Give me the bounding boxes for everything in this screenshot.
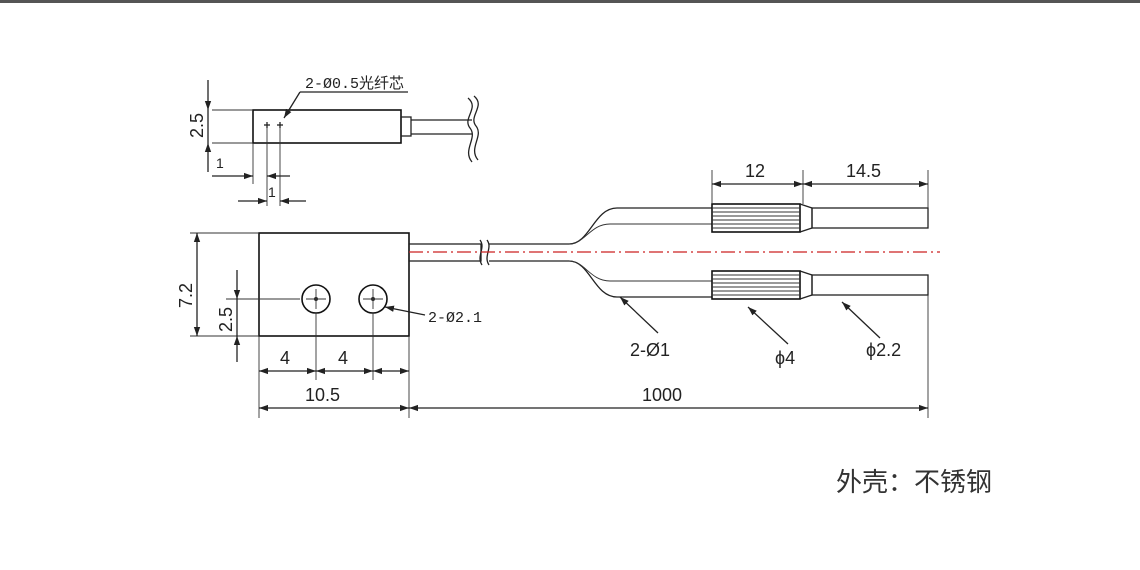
front-height-dim: 7.2: [176, 283, 196, 308]
lower-tip: [811, 274, 929, 296]
sleeve-length-dim: 12: [745, 161, 765, 181]
hole-spacing-1: 4: [280, 348, 290, 368]
offset-dim-1: 1: [216, 155, 224, 171]
fiber-leader: [619, 296, 659, 334]
break-line: [467, 97, 473, 163]
tip-length-dim: 14.5: [846, 161, 881, 181]
cable-assembly: 12 14.5 2-Ø1 ϕ4 ϕ2.2 1000: [408, 161, 940, 418]
hole-left: [301, 284, 331, 314]
upper-tip: [811, 207, 929, 229]
top-height-dim: 2.5: [187, 113, 207, 138]
fiber-core-label: 2-Ø0.5光纤芯: [305, 75, 404, 93]
hole-height-dim: 2.5: [216, 307, 236, 332]
lower-sleeve: [711, 270, 813, 300]
top-view: 2-Ø0.5光纤芯 2.5 1 1: [187, 75, 479, 206]
hole-leader: [384, 305, 426, 316]
upper-sleeve: [711, 203, 813, 233]
tip-label: ϕ2.2: [866, 340, 901, 360]
top-border-line: [0, 0, 1140, 3]
tip-leader: [841, 301, 881, 339]
hole-right: [358, 284, 388, 314]
sleeve-leader: [747, 306, 789, 345]
width-dim: 10.5: [305, 385, 340, 405]
fiber-core-marks: [264, 122, 283, 128]
top-view-housing: [252, 109, 402, 144]
material-note: 外壳：不锈钢: [836, 468, 992, 498]
total-length-dim: 1000: [642, 385, 682, 405]
front-view-housing: [258, 232, 410, 337]
hole-label: 2-Ø2.1: [428, 310, 482, 327]
offset-dim-2: 1: [268, 184, 276, 200]
sleeve-label: ϕ4: [775, 348, 795, 368]
fiber-core-leader: [283, 91, 301, 119]
hole-spacing-2: 4: [338, 348, 348, 368]
front-view: 2-Ø2.1 7.2 2.5 4 4 10.5: [176, 232, 482, 418]
fiber-label: 2-Ø1: [630, 340, 670, 360]
top-view-cable-stub: [400, 116, 412, 137]
